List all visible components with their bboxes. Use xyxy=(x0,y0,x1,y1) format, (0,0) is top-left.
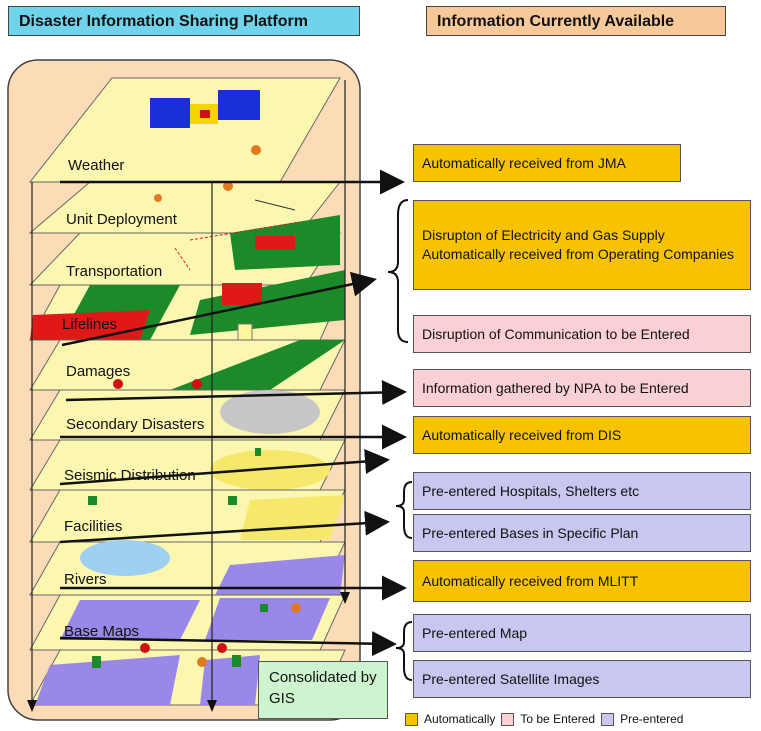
layer-label-transportation: Transportation xyxy=(66,263,162,280)
layer-label-rivers: Rivers xyxy=(64,571,107,588)
legend-label-to-be-entered: To be Entered xyxy=(520,712,596,726)
layer-label-facilities: Facilities xyxy=(64,518,122,535)
layer-label-seismic-distribution: Seismic Distribution xyxy=(64,467,196,484)
arrow-facilities xyxy=(59,510,390,544)
arrow-damages xyxy=(65,379,407,405)
layer-damages xyxy=(29,339,346,391)
layer-base-maps xyxy=(29,594,346,651)
arrow-lifelines xyxy=(61,271,377,347)
info-box-jma: Automatically received from JMA xyxy=(413,144,681,182)
platform-title: Disaster Information Sharing Platform xyxy=(8,6,360,36)
layer-transportation xyxy=(28,215,341,286)
brace-facilities xyxy=(395,481,413,539)
legend-label-automatic: Automatically xyxy=(424,712,496,726)
info-box-electricity-gas: Disrupton of Electricity and Gas Supply … xyxy=(413,200,751,290)
weather-map-icon xyxy=(150,98,190,128)
info-box-bases: Pre-entered Bases in Specific Plan xyxy=(413,514,751,552)
consolidated-by-gis-box: Consolidated by GIS xyxy=(258,661,388,719)
layer-label-unit-deployment: Unit Deployment xyxy=(66,211,178,228)
info-box-communication: Disruption of Communication to be Entere… xyxy=(413,315,751,353)
legend-swatch-pre-entered xyxy=(601,712,615,726)
arrow-base-maps xyxy=(59,631,397,657)
info-box-satellite: Pre-entered Satellite Images xyxy=(413,660,751,698)
info-box-map: Pre-entered Map xyxy=(413,614,751,652)
layer-label-lifelines: Lifelines xyxy=(62,316,117,333)
layer-secondary-disasters xyxy=(29,389,346,441)
layer-seismic-distribution xyxy=(29,439,346,491)
legend: Automatically To be Entered Pre-entered xyxy=(405,709,683,729)
arrow-seismic xyxy=(59,449,390,486)
brace-lifelines xyxy=(387,199,409,343)
available-info-title: Information Currently Available xyxy=(426,6,726,36)
layer-label-weather: Weather xyxy=(68,157,124,174)
legend-swatch-to-be-entered xyxy=(501,712,515,726)
info-box-npa: Information gathered by NPA to be Entere… xyxy=(413,369,751,407)
brace-base-maps xyxy=(395,621,413,681)
legend-label-pre-entered: Pre-entered xyxy=(620,712,684,726)
legend-swatch-automatic xyxy=(405,712,418,726)
info-box-mlitt: Automatically received from MLITT xyxy=(413,560,751,602)
layer-rivers xyxy=(29,540,346,596)
layer-label-secondary-disasters: Secondary Disasters xyxy=(66,416,204,433)
layer-label-damages: Damages xyxy=(66,363,130,380)
layer-label-base-maps: Base Maps xyxy=(64,623,139,640)
layer-weather xyxy=(28,77,341,183)
info-box-hospitals-shelters: Pre-entered Hospitals, Shelters etc xyxy=(413,472,751,510)
info-box-dis: Automatically received from DIS xyxy=(413,416,751,454)
